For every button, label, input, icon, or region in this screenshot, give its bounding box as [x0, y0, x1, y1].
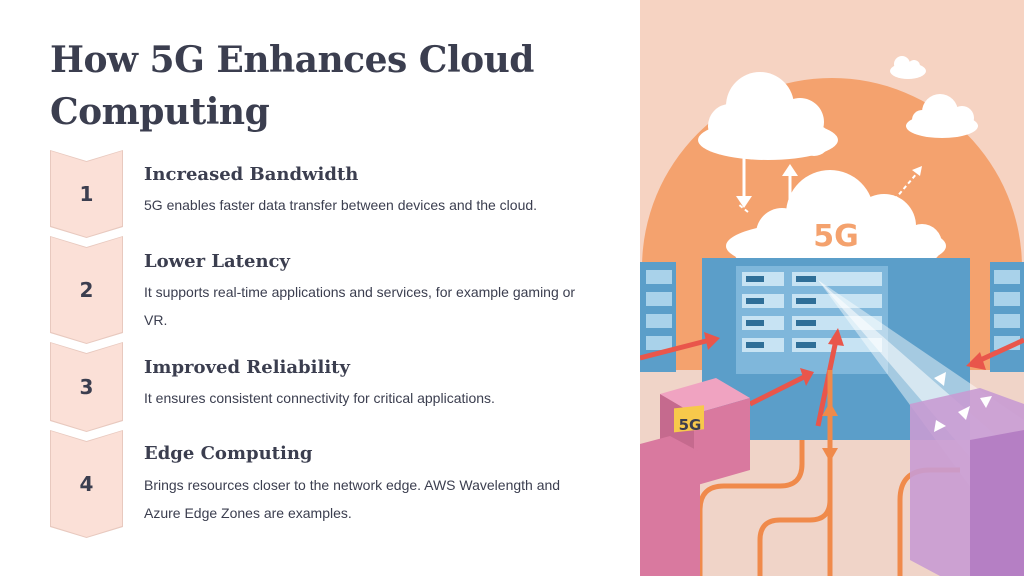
small-cloud-icon: [890, 56, 926, 79]
device-5g-label: 5G: [679, 416, 702, 434]
cloud-5g-label: 5G: [813, 219, 859, 254]
step-heading: Lower Latency: [144, 251, 290, 272]
cloud-icon: [906, 94, 978, 138]
step-item-3: 3 Improved Reliability It ensures consis…: [50, 342, 610, 432]
step-heading: Edge Computing: [144, 443, 313, 464]
step-item-2: 2 Lower Latency It supports real-time ap…: [50, 236, 610, 344]
step-number: 2: [79, 278, 94, 302]
step-number-chevron: 1: [51, 151, 122, 237]
step-description: It ensures consistent connectivity for c…: [144, 390, 495, 406]
5g-cloud-illustration: 5G: [640, 0, 1024, 576]
step-number: 3: [79, 375, 94, 399]
step-item-1: 1 Increased Bandwidth 5G enables faster …: [50, 150, 610, 238]
cloud-icon: [698, 72, 838, 160]
step-number: 1: [79, 182, 94, 206]
step-heading: Increased Bandwidth: [144, 164, 359, 185]
step-description: 5G enables faster data transfer between …: [144, 197, 538, 213]
step-heading: Improved Reliability: [144, 357, 350, 378]
step-description: Brings resources closer to the network e…: [144, 477, 561, 521]
page-title: How 5G Enhances Cloud Computing: [50, 39, 534, 133]
step-number: 4: [79, 472, 94, 496]
step-item-4: 4 Edge Computing Brings resources closer…: [50, 430, 610, 538]
purple-server-block: [910, 388, 1024, 576]
step-number-chevron: 3: [51, 343, 122, 431]
illustration-svg: 5G: [640, 0, 1024, 576]
step-number-chevron: 4: [51, 431, 122, 537]
step-number-chevron: 2: [51, 237, 122, 343]
step-description: It supports real-time applications and s…: [144, 284, 576, 328]
